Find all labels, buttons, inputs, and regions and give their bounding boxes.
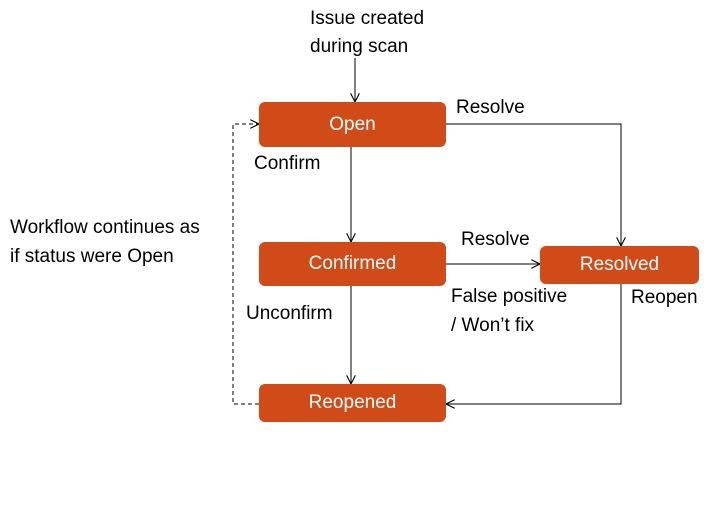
state-resolved: Resolved [540,246,699,284]
state-reopened-label: Reopened [308,392,397,413]
reopened-to-open-dashed-arrow [232,124,259,405]
start-note-line-2: during scan [310,36,409,57]
reopened-note-line-1: Workflow continues as [10,217,200,238]
start-note-line-1: Issue created [310,8,425,29]
reopened-note-line-2: if status were Open [10,246,174,267]
state-reopened: Reopened [259,384,446,422]
transition-label-false-positive: False positive [451,286,568,307]
state-open: Open [259,102,446,147]
state-confirmed: Confirmed [259,242,446,286]
state-confirmed-label: Confirmed [308,253,397,274]
transition-label-open-resolve: Resolve [456,97,525,118]
transition-label-wont-fix: / Won’t fix [451,315,535,336]
state-open-label: Open [329,113,376,135]
transition-label-confirmed-resolve: Resolve [461,229,530,250]
resolved-to-reopened-arrow [446,284,622,404]
transition-label-reopen: Reopen [631,287,698,308]
open-to-resolved-arrow [446,123,621,246]
transition-label-confirm: Confirm [254,153,321,174]
transition-label-unconfirm: Unconfirm [246,303,333,324]
state-resolved-label: Resolved [579,254,660,275]
